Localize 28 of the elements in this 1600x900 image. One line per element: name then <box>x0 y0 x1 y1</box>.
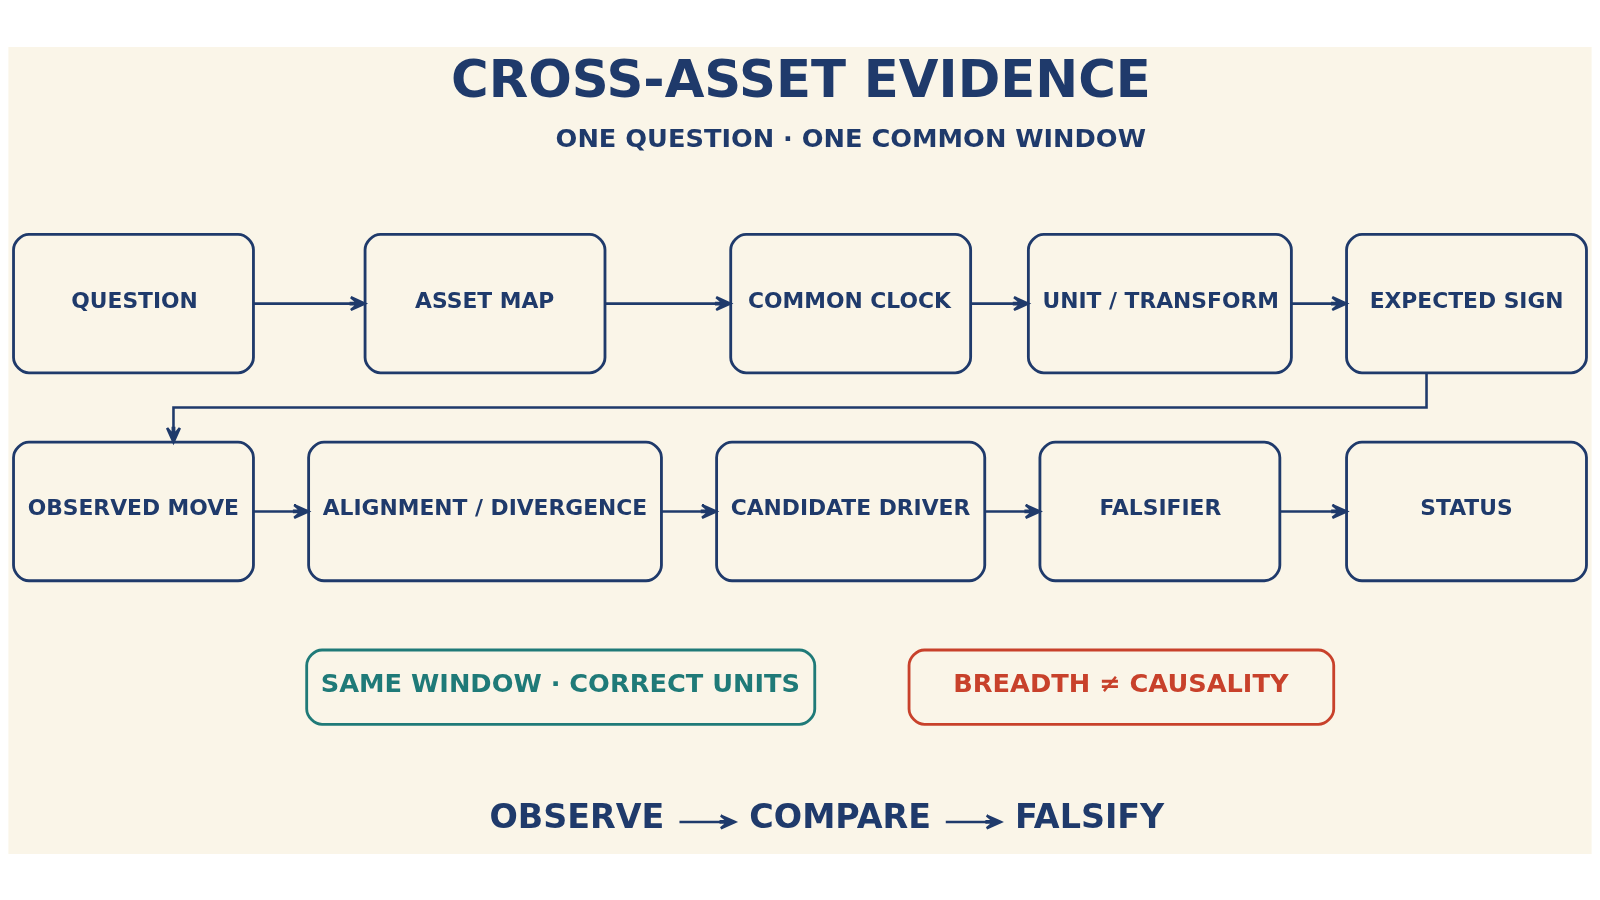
node-box: UNIT / TRANSFORM <box>1026 232 1293 374</box>
node-box: FALSIFIER <box>1038 440 1282 582</box>
arrow <box>605 295 732 311</box>
arrow <box>253 503 310 519</box>
node-box: EXPECTED SIGN <box>1345 232 1588 374</box>
arrow <box>970 295 1030 311</box>
arrow <box>165 372 1428 443</box>
arrow <box>679 813 737 830</box>
label: ONE QUESTION · ONE COMMON WINDOW <box>555 122 1146 153</box>
arrow <box>1291 295 1348 311</box>
diagram-title: CROSS-ASSET EVIDENCE <box>451 48 1151 109</box>
arrow <box>1280 503 1348 519</box>
node-box: CANDIDATE DRIVER <box>715 440 987 582</box>
node-box: OBSERVED MOVE <box>12 440 255 582</box>
arrow <box>253 295 367 311</box>
node-box: SAME WINDOW · CORRECT UNITS <box>305 648 817 726</box>
arrow <box>661 503 718 519</box>
node-box: STATUS <box>1345 440 1588 582</box>
arrow <box>984 503 1042 519</box>
node-text: FALSIFY <box>1014 796 1165 836</box>
arrow <box>945 813 1003 830</box>
node-box: ALIGNMENT / DIVERGENCE <box>307 440 663 582</box>
node-text: COMPARE <box>749 796 931 836</box>
node-box: BREADTH ≠ CAUSALITY <box>907 648 1336 726</box>
node-box: ASSET MAP <box>363 232 607 374</box>
node-box: QUESTION <box>12 232 255 374</box>
node-box: COMMON CLOCK <box>729 232 973 374</box>
node-text: OBSERVE <box>489 796 665 836</box>
